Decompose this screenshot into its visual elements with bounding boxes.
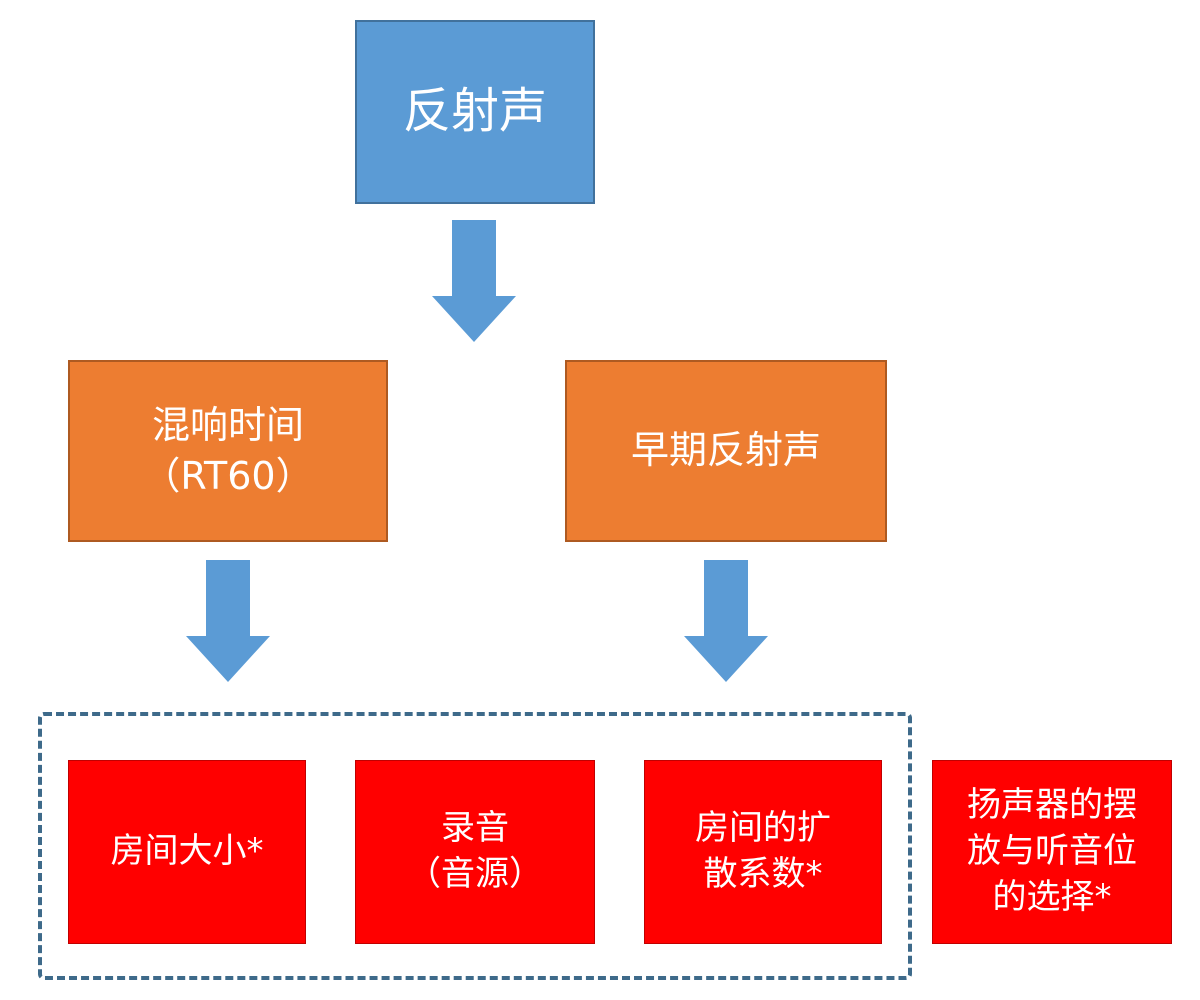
room-size-node: 房间大小*: [68, 760, 306, 944]
diffusion-label-line-1: 房间的扩: [695, 808, 831, 849]
down-arrow-icon: [186, 560, 270, 682]
speaker-placement-line-3: 的选择*: [992, 876, 1112, 917]
recording-source-node: 录音 （音源）: [355, 760, 595, 944]
speaker-placement-line-2: 放与听音位: [967, 831, 1137, 872]
diffusion-label-line-2: 散系数*: [703, 854, 823, 894]
reflected-sound-node: 反射声: [355, 20, 595, 204]
reflected-sound-label: 反射声: [402, 83, 547, 140]
room-diffusion-node: 房间的扩 散系数*: [644, 760, 882, 944]
down-arrow-icon: [432, 220, 516, 342]
speaker-placement-node: 扬声器的摆 放与听音位 的选择*: [932, 760, 1172, 944]
early-reflection-label: 早期反射声: [630, 428, 821, 473]
reverb-time-node: 混响时间 （RT60）: [68, 360, 388, 542]
down-arrow-icon: [684, 560, 768, 682]
recording-label: 录音: [441, 808, 509, 849]
room-size-label: 房间大小*: [110, 831, 264, 872]
speaker-placement-line-1: 扬声器的摆: [967, 785, 1137, 826]
reverb-time-label: 混响时间: [151, 402, 304, 447]
reverb-time-sub-label: （RT60）: [142, 454, 314, 498]
early-reflection-node: 早期反射声: [565, 360, 887, 542]
room-factors-group-border: [38, 712, 912, 980]
recording-sub-label: （音源）: [407, 854, 543, 894]
